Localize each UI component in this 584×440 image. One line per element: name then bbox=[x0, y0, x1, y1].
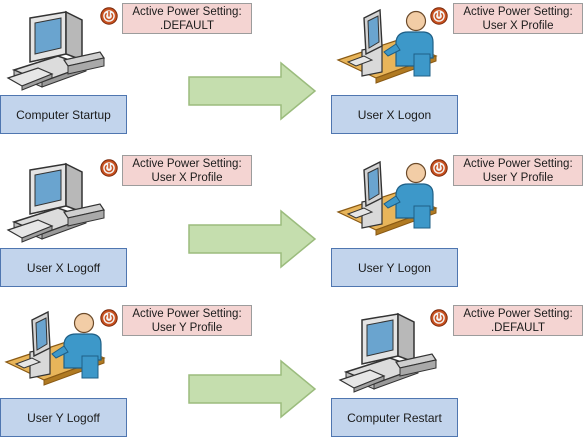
state-label: User X Logoff bbox=[26, 260, 101, 275]
user-at-computer-icon bbox=[336, 8, 438, 84]
power-setting-title: Active Power Setting: bbox=[132, 157, 242, 170]
computer-icon bbox=[6, 162, 105, 243]
transition-arrow bbox=[188, 209, 317, 269]
power-setting-value: User Y Profile bbox=[482, 171, 554, 184]
user-at-computer-icon bbox=[336, 160, 438, 236]
state-label: User X Logon bbox=[357, 107, 432, 122]
power-setting-title: Active Power Setting: bbox=[132, 307, 242, 320]
power-setting-note: Active Power Setting: User Y Profile bbox=[122, 305, 252, 336]
power-setting-note: Active Power Setting: User Y Profile bbox=[453, 155, 583, 186]
state-computer-startup: Computer Startup bbox=[0, 95, 127, 134]
power-setting-value: .DEFAULT bbox=[490, 321, 546, 334]
state-label: Computer Startup bbox=[16, 107, 111, 122]
transition-arrow bbox=[188, 61, 317, 121]
power-icon bbox=[430, 309, 448, 327]
computer-icon bbox=[6, 10, 105, 91]
state-user-x-logon: User X Logon bbox=[331, 95, 458, 134]
power-setting-note: Active Power Setting: User X Profile bbox=[453, 3, 583, 34]
computer-icon bbox=[338, 312, 437, 393]
transition-arrow bbox=[188, 359, 317, 419]
power-setting-value: User X Profile bbox=[151, 171, 223, 184]
power-setting-value: User X Profile bbox=[482, 19, 554, 32]
state-user-y-logon: User Y Logon bbox=[331, 248, 458, 287]
power-icon bbox=[100, 7, 118, 25]
state-computer-restart: Computer Restart bbox=[331, 398, 458, 437]
power-icon bbox=[430, 7, 448, 25]
user-at-computer-icon bbox=[4, 310, 106, 386]
power-setting-value: User Y Profile bbox=[151, 321, 223, 334]
power-setting-title: Active Power Setting: bbox=[463, 5, 573, 18]
state-label: User Y Logoff bbox=[27, 410, 100, 425]
power-setting-value: .DEFAULT bbox=[159, 19, 215, 32]
power-setting-note: Active Power Setting: .DEFAULT bbox=[453, 305, 583, 336]
state-label: Computer Restart bbox=[347, 410, 442, 425]
power-setting-title: Active Power Setting: bbox=[463, 157, 573, 170]
state-label: User Y Logon bbox=[358, 260, 431, 275]
power-icon bbox=[100, 159, 118, 177]
power-icon bbox=[100, 309, 118, 327]
power-icon bbox=[430, 159, 448, 177]
state-user-x-logoff: User X Logoff bbox=[0, 248, 127, 287]
power-setting-title: Active Power Setting: bbox=[132, 5, 242, 18]
power-setting-title: Active Power Setting: bbox=[463, 307, 573, 320]
power-setting-note: Active Power Setting: User X Profile bbox=[122, 155, 252, 186]
state-user-y-logoff: User Y Logoff bbox=[0, 398, 127, 437]
power-setting-note: Active Power Setting: .DEFAULT bbox=[122, 3, 252, 34]
